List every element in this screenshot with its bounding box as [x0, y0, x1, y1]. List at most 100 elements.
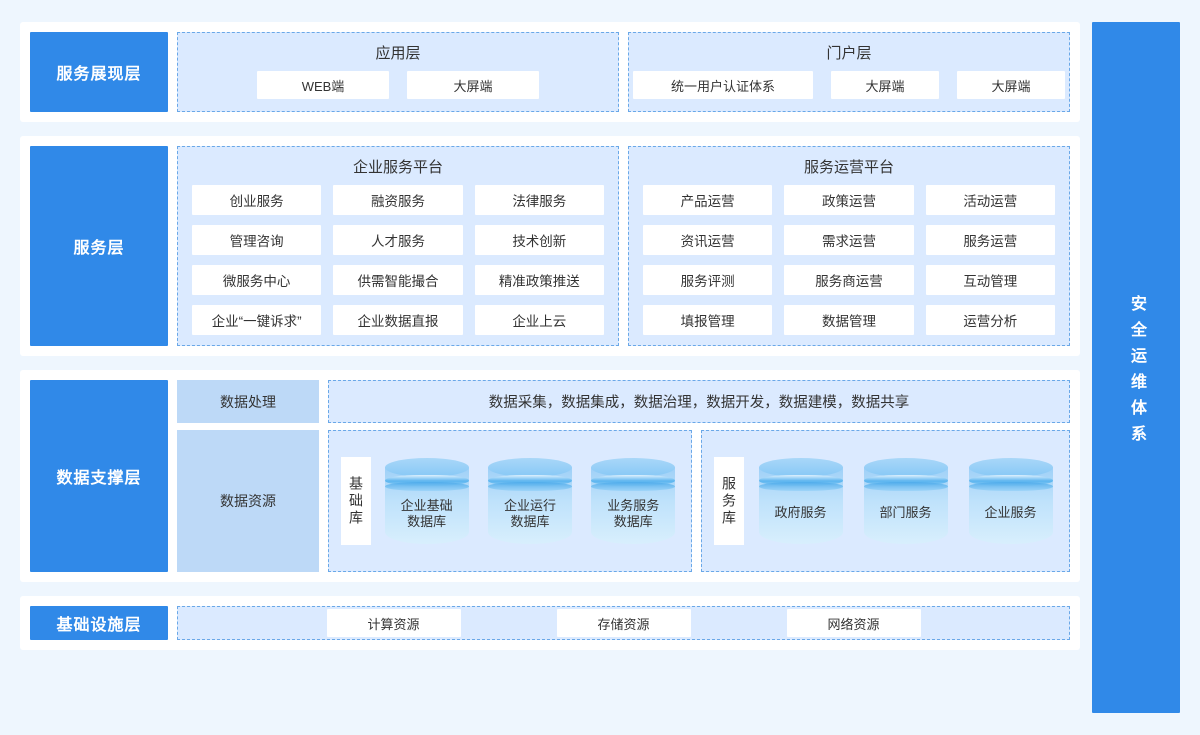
panel-title-enterprise-service-platform: 企业服务平台 [352, 159, 443, 176]
chip-large-screen-client-a[interactable]: 大屏端 [831, 71, 939, 99]
cylinder-top-icon [591, 458, 676, 477]
chip-large-screen-client-b[interactable]: 大屏端 [957, 71, 1065, 99]
db-cylinder-label: 政府服务 [774, 505, 827, 520]
chip-filling-management[interactable]: 填报管理 [643, 305, 773, 335]
cylinder-band2-icon [591, 482, 676, 491]
db-cylinder-enterprise-operation[interactable]: 企业运行 数据库 [487, 458, 572, 544]
panels-service-layer: 企业服务平台 创业服务 融资服务 法律服务 管理咨询 人才服务 技术创新 微服务… [177, 146, 1070, 346]
db-cylinder-enterprise-basic[interactable]: 企业基础 数据库 [384, 458, 469, 544]
panel-title-portal-layer: 门户层 [826, 45, 872, 62]
db-group-label-basic-library: 基础库 [341, 457, 371, 545]
panels-data-support-layer: 数据处理 数据资源 数据采集，数据集成，数据治理，数据开发，数据建模，数据共享 … [177, 380, 1070, 572]
chip-large-screen-client[interactable]: 大屏端 [407, 71, 539, 99]
db-label-line1: 企业运行 [503, 498, 556, 513]
layer-label-infrastructure: 基础设施层 [30, 606, 168, 640]
db-label-line1: 企业基础 [400, 498, 453, 513]
cylinder-band-icon [758, 475, 843, 486]
cylinder-band-icon [863, 475, 948, 486]
panels-service-presentation: 应用层 WEB端 大屏端 门户层 统一用户认证体系 大屏端 大屏端 [177, 32, 1070, 112]
row-service-layer: 服务层 企业服务平台 创业服务 融资服务 法律服务 管理咨询 人才服务 技术创新… [20, 136, 1080, 356]
panel-title-service-operation-platform: 服务运营平台 [803, 159, 894, 176]
chip-legal-service[interactable]: 法律服务 [474, 185, 604, 215]
panel-data-pipeline: 数据采集，数据集成，数据治理，数据开发，数据建模，数据共享 [328, 380, 1070, 423]
db-cylinder-label: 业务服务 数据库 [591, 498, 675, 530]
cylinder-band-icon [968, 475, 1053, 486]
chip-data-management[interactable]: 数据管理 [784, 305, 914, 335]
db-group-service-library: 服务库 政府服务 [701, 430, 1070, 572]
db-cylinder-department-service[interactable]: 部门服务 [863, 458, 948, 544]
chip-activity-operation[interactable]: 活动运营 [925, 185, 1055, 215]
cylinder-list-service-library: 政府服务 部门服务 [754, 458, 1057, 544]
box-data-processing: 数据处理 [177, 380, 319, 423]
chip-micro-service-center[interactable]: 微服务中心 [192, 265, 322, 295]
chip-grid-enterprise-service-platform: 创业服务 融资服务 法律服务 管理咨询 人才服务 技术创新 微服务中心 供需智能… [178, 185, 618, 347]
chip-grid-service-operation-platform: 产品运营 政策运营 活动运营 资讯运营 需求运营 服务运营 服务评测 服务商运营… [629, 185, 1069, 347]
panel-enterprise-service-platform: 企业服务平台 创业服务 融资服务 法律服务 管理咨询 人才服务 技术创新 微服务… [177, 146, 619, 346]
cylinder-top-icon [487, 458, 572, 477]
panels-infrastructure-layer: 计算资源 存储资源 网络资源 [177, 606, 1070, 640]
chip-group-portal-layer: 统一用户认证体系 大屏端 大屏端 [629, 71, 1069, 109]
panel-service-operation-platform: 服务运营平台 产品运营 政策运营 活动运营 资讯运营 需求运营 服务运营 服务评… [628, 146, 1070, 346]
chip-policy-operation[interactable]: 政策运营 [784, 185, 914, 215]
db-cylinder-business-service[interactable]: 业务服务 数据库 [591, 458, 676, 544]
data-side-boxes: 数据处理 数据资源 [177, 380, 319, 572]
layer-stack: 服务展现层 应用层 WEB端 大屏端 门户层 统一用户认证体系 大屏端 大屏端 [20, 22, 1080, 713]
chip-interaction-management[interactable]: 互动管理 [925, 265, 1055, 295]
chip-supply-demand-matching[interactable]: 供需智能撮合 [333, 265, 463, 295]
chip-technology-innovation[interactable]: 技术创新 [474, 225, 604, 255]
chip-enterprise-to-cloud[interactable]: 企业上云 [474, 305, 604, 335]
chip-talent-service[interactable]: 人才服务 [333, 225, 463, 255]
chip-precise-policy-push[interactable]: 精准政策推送 [474, 265, 604, 295]
db-cylinder-label: 企业运行 数据库 [488, 498, 572, 530]
panel-application-layer: 应用层 WEB端 大屏端 [177, 32, 619, 112]
chip-startup-service[interactable]: 创业服务 [192, 185, 322, 215]
chip-enterprise-data-report[interactable]: 企业数据直报 [333, 305, 463, 335]
cylinder-top-icon [968, 458, 1053, 477]
layer-label-data-support: 数据支撑层 [30, 380, 168, 572]
cylinder-band2-icon [758, 482, 843, 491]
chip-network-resource[interactable]: 网络资源 [786, 609, 921, 637]
db-label-line2: 数据库 [407, 514, 447, 529]
cylinder-band-icon [384, 475, 469, 486]
chip-information-operation[interactable]: 资讯运营 [643, 225, 773, 255]
chip-provider-operation[interactable]: 服务商运营 [784, 265, 914, 295]
db-cylinder-label: 部门服务 [879, 505, 932, 520]
db-label-line2: 数据库 [613, 514, 653, 529]
database-area: 基础库 企业基础 数据库 [328, 430, 1070, 572]
layer-label-service-presentation: 服务展现层 [30, 32, 168, 112]
chip-web-client[interactable]: WEB端 [257, 71, 389, 99]
panel-title-application-layer: 应用层 [375, 45, 421, 62]
db-cylinder-enterprise-service[interactable]: 企业服务 [968, 458, 1053, 544]
row-data-support-layer: 数据支撑层 数据处理 数据资源 数据采集，数据集成，数据治理，数据开发，数据建模… [20, 370, 1080, 582]
panel-portal-layer: 门户层 统一用户认证体系 大屏端 大屏端 [628, 32, 1070, 112]
chip-service-evaluation[interactable]: 服务评测 [643, 265, 773, 295]
chip-financing-service[interactable]: 融资服务 [333, 185, 463, 215]
db-label-line2: 数据库 [510, 514, 550, 529]
chip-operation-analysis[interactable]: 运营分析 [925, 305, 1055, 335]
db-label-line1: 业务服务 [607, 498, 660, 513]
chip-unified-user-authentication[interactable]: 统一用户认证体系 [633, 71, 813, 99]
chip-product-operation[interactable]: 产品运营 [643, 185, 773, 215]
db-cylinder-government-service[interactable]: 政府服务 [758, 458, 843, 544]
chip-group-infrastructure: 计算资源 存储资源 网络资源 [178, 609, 1069, 637]
chip-management-consulting[interactable]: 管理咨询 [192, 225, 322, 255]
chip-one-click-appeal[interactable]: 企业“一键诉求” [192, 305, 322, 335]
chip-compute-resource[interactable]: 计算资源 [326, 609, 461, 637]
cylinder-band2-icon [384, 482, 469, 491]
chip-service-operation[interactable]: 服务运营 [925, 225, 1055, 255]
data-support-content: 数据采集，数据集成，数据治理，数据开发，数据建模，数据共享 基础库 [328, 380, 1070, 572]
cylinder-top-icon [758, 458, 843, 477]
cylinder-band2-icon [487, 482, 572, 491]
row-infrastructure-layer: 基础设施层 计算资源 存储资源 网络资源 [20, 596, 1080, 650]
security-operations-bar: 安全运维体系 [1092, 22, 1180, 713]
chip-demand-operation[interactable]: 需求运营 [784, 225, 914, 255]
panel-infrastructure-resources: 计算资源 存储资源 网络资源 [177, 606, 1070, 640]
security-sidebar: 安全运维体系 [1092, 22, 1180, 713]
cylinder-band-icon [591, 475, 676, 486]
chip-storage-resource[interactable]: 存储资源 [556, 609, 691, 637]
cylinder-top-icon [384, 458, 469, 477]
box-data-resources: 数据资源 [177, 430, 319, 572]
db-group-basic-library: 基础库 企业基础 数据库 [328, 430, 692, 572]
cylinder-top-icon [863, 458, 948, 477]
